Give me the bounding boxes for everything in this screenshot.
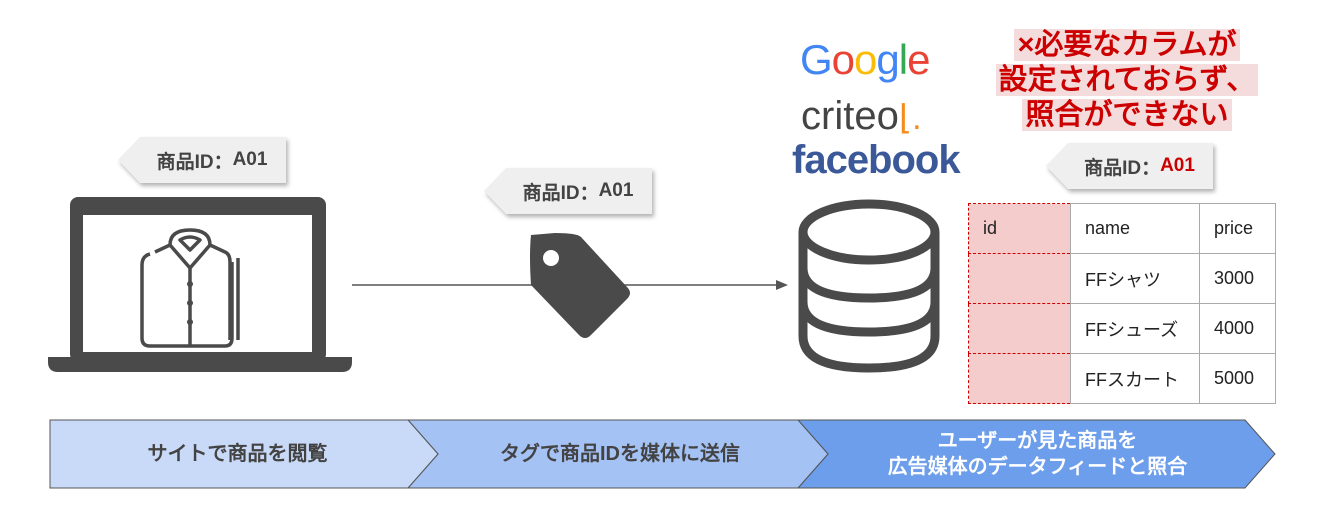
column-header-id: id <box>968 203 1071 254</box>
warning-message: ×必要なカラムが 設定されておらず、 照合ができない <box>990 28 1264 133</box>
data-feed-table: id name price FFシャツ 3000 FFシューズ 4000 FFス… <box>968 203 1276 404</box>
product-id-callout-site: 商品ID：A01 <box>118 137 286 183</box>
step-send-id: タグで商品IDを媒体に送信 <box>500 443 740 465</box>
step-match-feed: ユーザーが見た商品を 広告媒体のデータフィードと照合 <box>887 430 1188 478</box>
name-cell: FFシャツ <box>1070 253 1200 304</box>
google-logo: Google <box>800 36 930 83</box>
table-row: FFシャツ 3000 <box>968 253 1276 304</box>
facebook-logo: facebook <box>792 138 961 182</box>
name-cell: FFシューズ <box>1070 303 1200 354</box>
column-header-price: price <box>1199 203 1276 254</box>
price-cell: 5000 <box>1199 353 1276 404</box>
step-view-product: サイトで商品を閲覧 <box>147 443 328 465</box>
missing-id-cell <box>968 303 1071 354</box>
price-cell: 3000 <box>1199 253 1276 304</box>
tag-icon <box>530 233 630 338</box>
name-cell: FFスカート <box>1070 353 1200 404</box>
missing-id-cell <box>968 253 1071 304</box>
step-1-shape <box>49 419 439 489</box>
column-header-name: name <box>1070 203 1200 254</box>
table-row: FFシューズ 4000 <box>968 303 1276 354</box>
missing-id-cell <box>968 353 1071 404</box>
database-icon <box>798 199 940 373</box>
table-header-row: id name price <box>968 203 1276 254</box>
criteo-logo: criteo⌊. <box>801 94 922 138</box>
table-row: FFスカート 5000 <box>968 353 1276 404</box>
laptop-shirt-icon <box>48 197 352 372</box>
product-id-callout-media: 商品ID：A01 <box>1046 143 1213 189</box>
product-id-callout-tag: 商品ID：A01 <box>484 168 652 214</box>
